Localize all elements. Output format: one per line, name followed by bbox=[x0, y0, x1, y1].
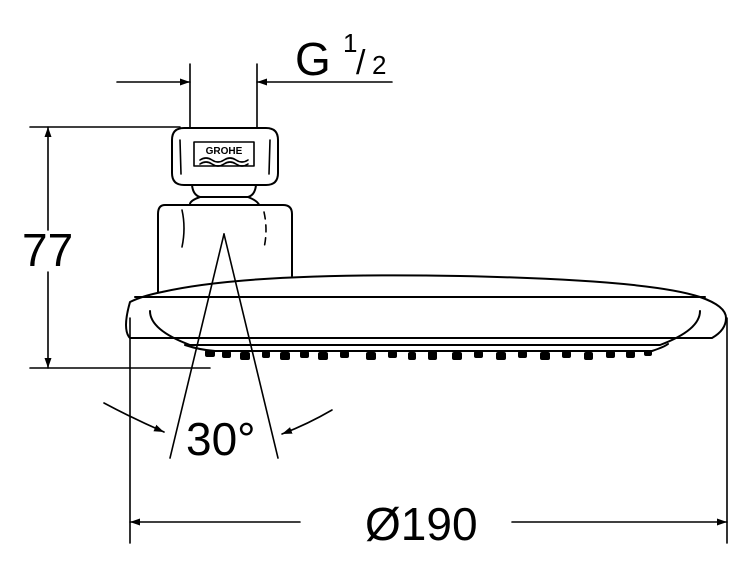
logo-text: GROHE bbox=[206, 146, 243, 157]
shower-head bbox=[125, 274, 727, 360]
connector-nut: GROHE bbox=[171, 127, 279, 186]
nut-body bbox=[171, 127, 279, 186]
height-label: 77 bbox=[22, 224, 73, 276]
nozzle bbox=[518, 351, 527, 358]
nozzle bbox=[496, 352, 506, 360]
ball-joint-shade-right bbox=[263, 211, 267, 249]
nozzle bbox=[280, 352, 290, 360]
angle-arrow-right bbox=[281, 409, 333, 435]
nozzle bbox=[318, 352, 328, 360]
diameter-label: Ø190 bbox=[365, 498, 478, 550]
thread-label-numerator: 1 bbox=[343, 28, 357, 58]
diameter-dimension: Ø190 bbox=[129, 317, 728, 550]
nozzle bbox=[644, 350, 652, 356]
ball-joint-shade-left bbox=[181, 209, 185, 248]
nozzle bbox=[300, 351, 309, 358]
nozzle bbox=[408, 352, 416, 360]
thread-label-slash: / bbox=[356, 44, 366, 82]
nozzle-row bbox=[205, 350, 652, 360]
head-outline bbox=[125, 274, 727, 339]
logo-box bbox=[193, 141, 255, 167]
thread-label-g: G bbox=[295, 33, 331, 85]
ball-joint bbox=[157, 204, 293, 293]
neck bbox=[188, 184, 260, 206]
neck-top bbox=[191, 184, 257, 198]
nozzle bbox=[562, 351, 571, 358]
nozzle bbox=[366, 352, 376, 360]
angle-dimension: 30° bbox=[103, 233, 333, 465]
angle-line-left bbox=[169, 233, 225, 459]
nut-edge-left bbox=[179, 139, 182, 175]
nut-edge-right bbox=[268, 139, 271, 175]
logo-wave-2 bbox=[199, 161, 249, 167]
angle-arrow-left bbox=[103, 402, 165, 433]
nozzle bbox=[388, 351, 397, 358]
angle-label: 30° bbox=[186, 413, 256, 465]
logo-wave-1 bbox=[199, 157, 249, 163]
nozzle bbox=[584, 352, 593, 360]
thread-label-denominator: 2 bbox=[372, 50, 386, 80]
nozzle bbox=[428, 351, 437, 360]
nozzle bbox=[474, 351, 483, 358]
nozzle bbox=[540, 352, 550, 360]
nozzle bbox=[240, 352, 250, 360]
nozzle bbox=[262, 351, 270, 358]
nozzle bbox=[626, 351, 635, 358]
nozzle bbox=[606, 351, 615, 358]
nozzle bbox=[222, 351, 231, 358]
thread-dimension: G 1 / 2 bbox=[116, 28, 393, 129]
nozzle bbox=[452, 352, 462, 360]
height-dimension: 77 bbox=[22, 126, 211, 369]
nozzle bbox=[340, 351, 349, 358]
nozzle bbox=[205, 350, 215, 357]
ball-joint-body bbox=[157, 204, 293, 293]
angle-line-right bbox=[223, 233, 279, 459]
head-inner-curve bbox=[149, 310, 701, 346]
neck-flare bbox=[188, 196, 260, 206]
